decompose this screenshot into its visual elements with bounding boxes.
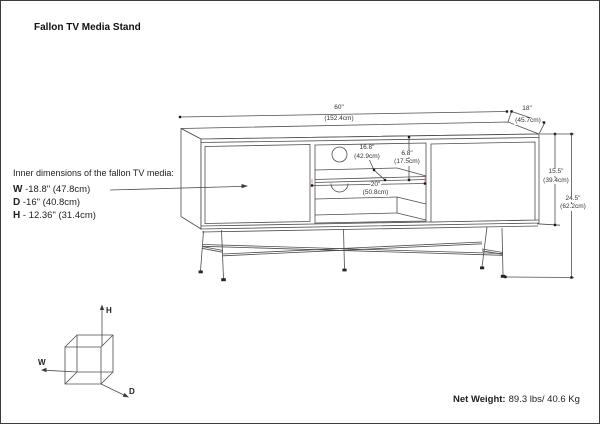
- inner-dimension-row: D -16" (40.8cm): [13, 197, 80, 208]
- page-title: Fallon TV Media Stand: [34, 22, 141, 33]
- dim-shelf-depth-cm: (42.9cm): [353, 152, 381, 161]
- dim-overall-width-in: 60": [334, 104, 344, 111]
- net-weight-label: Net Weight:: [453, 394, 506, 405]
- cable-hole-top: [331, 146, 348, 163]
- dim-cabinet-height-in: 15.5": [547, 168, 565, 176]
- dim-overall-height-cm: (62.2cm): [559, 203, 587, 211]
- right-door: [430, 141, 536, 223]
- axis-value: - 12.36" (31.4cm): [22, 210, 96, 221]
- dim-shelf-depth-in: 16.8": [358, 144, 376, 152]
- axis-letter: W: [13, 184, 23, 195]
- legs: [198, 226, 506, 282]
- dimension-lines: [109, 110, 575, 279]
- axis-label-w: W: [38, 358, 46, 367]
- dim-overall-width-cm: (152.4cm): [324, 115, 354, 122]
- dim-overall-height-in: 24.5": [564, 194, 582, 203]
- left-door: [204, 144, 311, 224]
- axis-letter: H: [13, 210, 21, 221]
- inner-dimension-row: H - 12.36" (31.4cm): [13, 210, 96, 221]
- axis-cube: [41, 304, 129, 398]
- dim-overall-depth-cm: (45.7cm): [514, 117, 542, 125]
- dim-cabinet-height-cm: (39.4cm): [542, 176, 570, 185]
- inner-dimension-row: W -18.8" (47.8cm): [13, 184, 90, 195]
- dim-opening-width-cm: (50.8cm): [361, 189, 390, 197]
- cable-hole-lower: [330, 183, 349, 193]
- dim-opening-height-in: 6.8": [400, 149, 414, 158]
- inner-dimensions-heading: Inner dimensions of the fallon TV media:: [13, 168, 174, 178]
- net-weight-value: 89.3 lbs/ 40.6 Kg: [508, 394, 580, 405]
- axis-label-d: D: [129, 387, 135, 396]
- dim-overall-depth-in: 18": [522, 104, 532, 112]
- dim-opening-height-cm: (17.5cm): [393, 158, 421, 166]
- net-weight: Net Weight:89.3 lbs/ 40.6 Kg: [453, 394, 580, 405]
- dim-opening-width-in: 20": [369, 181, 382, 189]
- axis-value: -16" (40.8cm): [22, 197, 81, 208]
- cross-stretchers: [201, 241, 504, 257]
- axis-letter: D: [13, 197, 21, 208]
- axis-value: -18.8" (47.8cm): [25, 184, 91, 195]
- axis-label-h: H: [106, 306, 112, 315]
